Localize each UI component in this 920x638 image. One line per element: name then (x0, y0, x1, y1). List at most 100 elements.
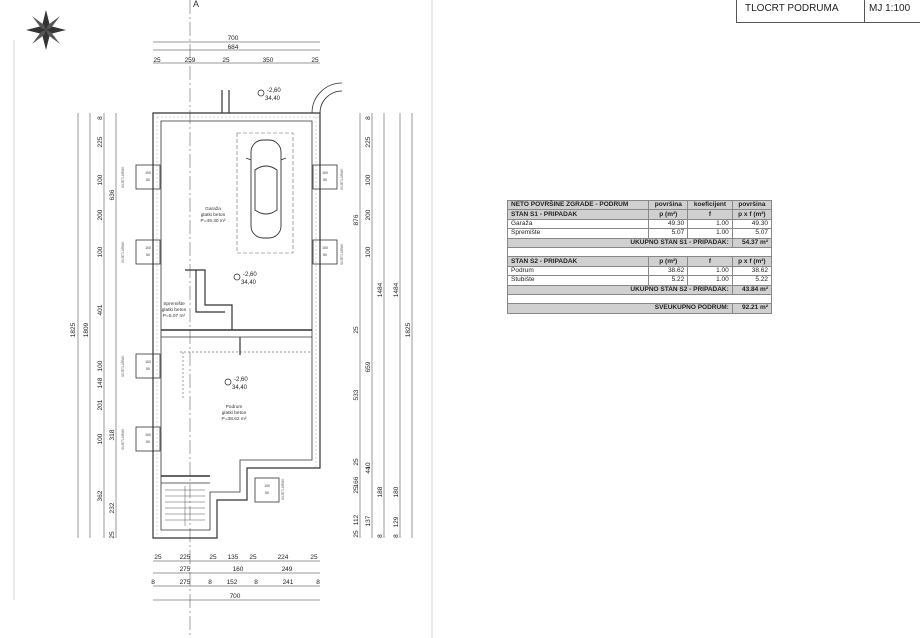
window-size: 100 (322, 246, 328, 250)
table-header-row: NETO POVRŠINE ZGRADE - PODRUM površina k… (506, 199, 773, 211)
room-finish: glatki beton (222, 410, 247, 416)
dim-label: 8 (316, 579, 320, 586)
dimensions-top: 700 684 25 259 25 350 25 (153, 35, 320, 64)
dim-label: 401 (97, 304, 104, 315)
section-row: STAN S2 - PRIPADAK p (m²) f p x f (m²) (506, 256, 773, 267)
drawing-scale: MJ 1:100 (869, 3, 911, 14)
dim-label: 100 (97, 246, 104, 257)
wall-hatch (153, 113, 320, 538)
window-tag: SVJETLARNIK (340, 168, 344, 190)
dim-label: 876 (353, 214, 360, 225)
dim-label: 275 (180, 579, 191, 586)
room-area: P=49.30 m² (201, 218, 226, 224)
grand-total-label: SVEUKUPNO PODRUM: (507, 303, 733, 314)
dim-label: 25 (153, 57, 161, 64)
room-name: Spremište (163, 301, 185, 307)
room-cell: Stubište (506, 275, 650, 286)
dim-label: 100 (97, 174, 104, 185)
net-area-cell: 49.30 (731, 218, 773, 230)
dim-label: 152 (227, 579, 238, 586)
table-header-cell: koeficijent (687, 199, 733, 211)
car-icon (245, 139, 287, 239)
window-tag: SVJETLARNIK (281, 478, 285, 500)
dim-label: 25 (353, 458, 360, 466)
window-size: 50 (146, 178, 150, 182)
window-size: 100 (145, 360, 151, 364)
title-block: TLOCRT PODRUMA MJ 1:100 (736, 0, 920, 23)
section-marker: A (193, 0, 199, 9)
grand-total-row: SVEUKUPNO PODRUM: 92.21 m² (507, 303, 773, 314)
dim-label: 201 (97, 399, 104, 410)
room-area: P=38.62 m² (222, 416, 247, 422)
dim-label: 100 (365, 246, 372, 257)
window-tag: SVJETLARNIK (121, 166, 125, 188)
window-tag: SVJETLARNIK (121, 355, 125, 377)
window-size: 50 (323, 178, 327, 182)
parking-bay (236, 132, 294, 254)
col-label: p x f (m²) (731, 209, 773, 220)
table-header-cell: NETO POVRŠINE ZGRADE - PODRUM (506, 199, 650, 211)
dim-label: 1484 (393, 282, 400, 297)
net-area-cell: 38.62 (731, 265, 773, 277)
dim-label: 275 (180, 566, 191, 573)
room-finish: glatki beton (201, 212, 226, 218)
drawing-title: TLOCRT PODRUMA (737, 0, 865, 22)
section-row: STAN S1 - PRIPADAK p (m²) f p x f (m²) (506, 209, 773, 220)
dim-label: 25 (310, 554, 318, 561)
window-wells (135, 164, 338, 503)
dim-label: 100 (97, 360, 104, 371)
dim-label: 10 (365, 462, 372, 470)
window-size: 100 (264, 484, 270, 488)
window-size: 50 (146, 440, 150, 444)
area-cell: 49.30 (648, 218, 689, 230)
dim-label: 137 (365, 515, 372, 526)
dim-label: 25 (353, 530, 360, 538)
total-value: 43.84 m² (731, 284, 773, 295)
table-row: Spremište 5.07 1.00 5.07 (506, 228, 773, 239)
table-row: Stubište 5.22 1.00 5.22 (506, 275, 773, 286)
dim-label: 533 (353, 389, 360, 400)
dim-label: 1825 (405, 322, 412, 337)
table-header-cell: površina (648, 199, 689, 211)
staircase (165, 486, 205, 526)
dimensions-right: 8 225 100 200 100 25 876 1484 1484 1825 … (353, 113, 413, 538)
window-size: 50 (323, 253, 327, 257)
window-size: 100 (322, 171, 328, 175)
dim-label: 160 (233, 566, 244, 573)
section-name: STAN S1 - PRIPADAK (506, 209, 650, 220)
level-marker-icon (224, 378, 232, 386)
window-size: 100 (145, 433, 151, 437)
net-area-cell: 5.22 (731, 275, 773, 286)
dim-label: 8 (377, 534, 384, 538)
dim-label: 25 (353, 486, 360, 494)
total-label: UKUPNO STAN S1 - PRIPADAK: (507, 237, 733, 248)
dim-label: 8 (97, 116, 104, 120)
room-labels: Garaža glatki beton P=49.30 m² Spremište… (162, 206, 247, 422)
level-marker-icon (233, 273, 241, 281)
spacer-row (507, 246, 772, 258)
level-value: -2,60 (234, 377, 248, 383)
dim-label: 241 (283, 579, 294, 586)
dim-label: 112 (353, 514, 360, 525)
net-area-table: NETO POVRŠINE ZGRADE - PODRUM površina k… (506, 199, 773, 314)
dim-label: 659 (365, 361, 372, 372)
dim-label: 135 (228, 554, 239, 561)
window-size: 100 (145, 171, 151, 175)
coef-cell: 1.00 (687, 265, 733, 277)
dim-label: 362 (97, 490, 104, 501)
dim-label: 318 (109, 429, 116, 440)
net-area-cell: 5.07 (731, 228, 773, 239)
coef-cell: 1.00 (687, 275, 733, 286)
room-finish: glatki beton (162, 307, 187, 313)
window-tags: SVJETLARNIK SVJETLARNIK SVJETLARNIK SVJE… (121, 166, 344, 500)
window-size: 50 (146, 253, 150, 257)
col-label: p (m²) (648, 256, 689, 267)
table-row: Podrum 38.62 1.00 38.62 (506, 265, 773, 277)
area-cell: 38.62 (648, 265, 689, 277)
level-value: 34,40 (265, 96, 281, 102)
col-label: p x f (m²) (731, 256, 773, 267)
table-header-cell: površina (731, 199, 773, 211)
dim-label: 224 (278, 554, 289, 561)
window-size: 50 (265, 491, 269, 495)
room-cell: Garaža (506, 218, 650, 230)
